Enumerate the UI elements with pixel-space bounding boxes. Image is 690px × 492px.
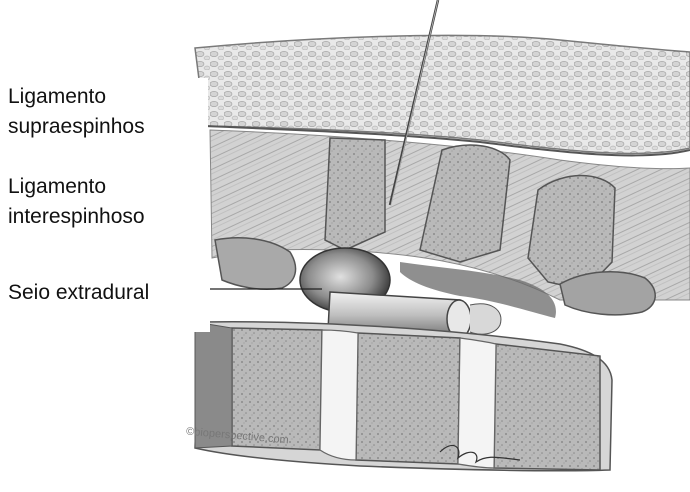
label-line: interespinhoso [8,202,208,232]
label-line: supraespinhos [8,112,208,142]
label-interspinous-ligament: Ligamento interespinhoso [8,168,208,252]
spinous-process-1 [325,138,385,250]
intervertebral-disc-1 [320,330,358,460]
label-supraspinous-ligament: Ligamento supraespinhos [8,78,208,154]
label-line: Ligamento [8,82,208,112]
label-line: Ligamento [8,172,208,202]
label-extradural-sinus: Seio extradural [8,268,210,332]
vertebral-body-2 [356,333,460,464]
intervertebral-disc-2 [458,338,496,468]
label-line: Seio extradural [8,278,210,308]
vertebral-body-3 [494,344,600,470]
